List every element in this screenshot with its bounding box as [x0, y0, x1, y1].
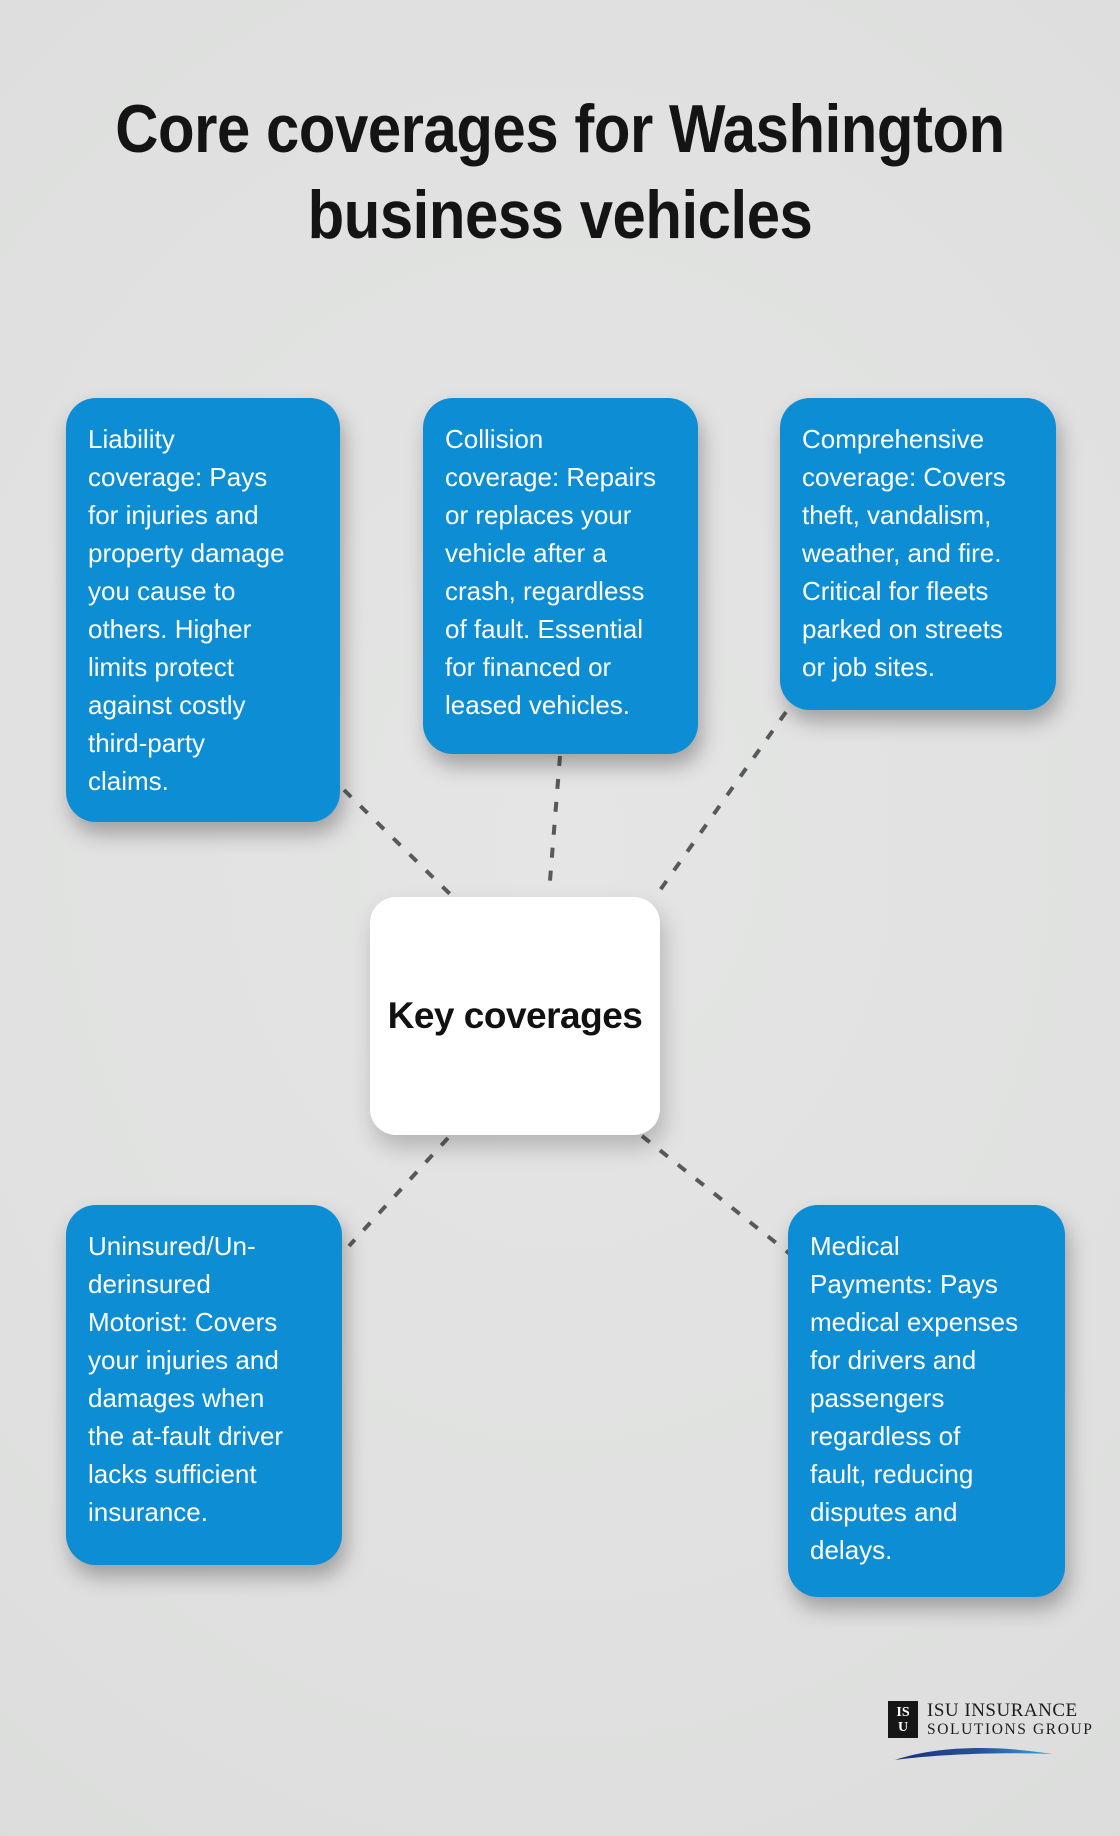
- connector-center-to-medical: [640, 1134, 792, 1256]
- center-node-label: Key coverages: [387, 995, 643, 1036]
- connector-liability-to-center: [342, 788, 453, 897]
- connector-collision-to-center: [547, 755, 562, 894]
- node-uninsured-text: Uninsured/Un- derinsured Motorist: Cover…: [88, 1231, 284, 1527]
- isu-monogram-top: IS: [896, 1705, 910, 1720]
- connector-center-to-uninsured: [347, 1136, 450, 1248]
- isu-logo: IS U ISU INSURANCE SOLUTIONS GROUP: [888, 1700, 1092, 1765]
- isu-wordmark: ISU INSURANCE SOLUTIONS GROUP: [927, 1700, 1094, 1739]
- node-comprehensive-text: Comprehensive coverage: Covers theft, va…: [802, 424, 1006, 682]
- connector-comprehensive-to-center: [656, 710, 788, 895]
- node-uninsured-motorist: Uninsured/Un- derinsured Motorist: Cover…: [66, 1205, 342, 1565]
- node-liability-text: Liability coverage: Pays for injuries an…: [88, 424, 285, 796]
- isu-wordmark-line1: ISU INSURANCE: [927, 1700, 1078, 1721]
- node-collision-coverage: Collision coverage: Repairs or replaces …: [423, 398, 698, 754]
- node-comprehensive-coverage: Comprehensive coverage: Covers theft, va…: [780, 398, 1056, 710]
- node-collision-text: Collision coverage: Repairs or replaces …: [445, 424, 656, 720]
- isu-monogram-icon: IS U: [888, 1701, 918, 1738]
- node-medical-payments: Medical Payments: Pays medical expenses …: [788, 1205, 1065, 1597]
- isu-monogram-bottom: U: [897, 1720, 909, 1735]
- page-title: Core coverages for Washington business v…: [115, 91, 1005, 253]
- center-node-key-coverages: Key coverages: [370, 897, 660, 1135]
- isu-wordmark-line2: SOLUTIONS GROUP: [927, 1721, 1094, 1738]
- logo-swoosh-icon: [895, 1748, 1052, 1760]
- node-medical-text: Medical Payments: Pays medical expenses …: [810, 1231, 1019, 1565]
- node-liability-coverage: Liability coverage: Pays for injuries an…: [66, 398, 340, 822]
